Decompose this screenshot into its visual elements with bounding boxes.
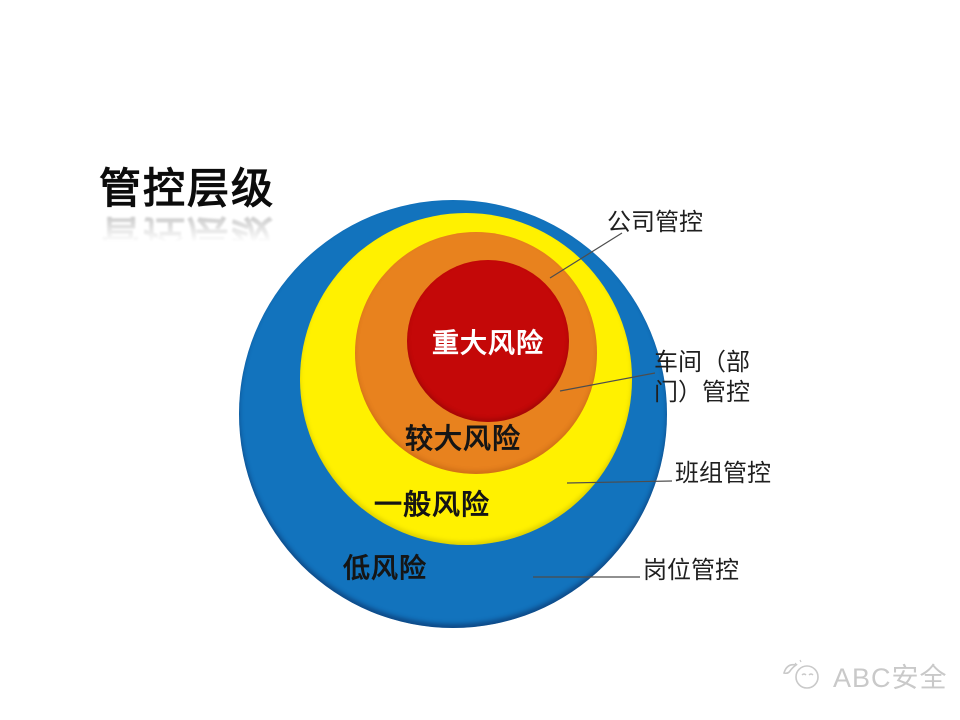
mascot-bird-icon [781, 657, 827, 695]
circle-major-risk [407, 260, 569, 422]
brand-name: ABC安全 [833, 663, 948, 693]
callout-workshop-line1: 车间（部 [654, 350, 750, 376]
callout-workshop-control: 车间（部 门）管控 [654, 348, 750, 408]
callout-workshop-line2: 门）管控 [654, 380, 750, 406]
page-title-reflection: 管控层级 [99, 212, 276, 260]
ring-label-general-risk: 一般风险 [373, 489, 491, 520]
callout-post-control: 岗位管控 [643, 558, 739, 584]
callout-company-control: 公司管控 [607, 210, 703, 236]
abc-safety-logo: ABC安全 [781, 656, 948, 695]
ring-label-major-risk: 重大风险 [432, 328, 544, 359]
page-title: 管控层级 [99, 165, 276, 212]
ring-label-low-risk: 低风险 [343, 553, 427, 584]
ring-label-larger-risk: 较大风险 [404, 423, 522, 454]
callout-team-control: 班组管控 [675, 461, 771, 487]
